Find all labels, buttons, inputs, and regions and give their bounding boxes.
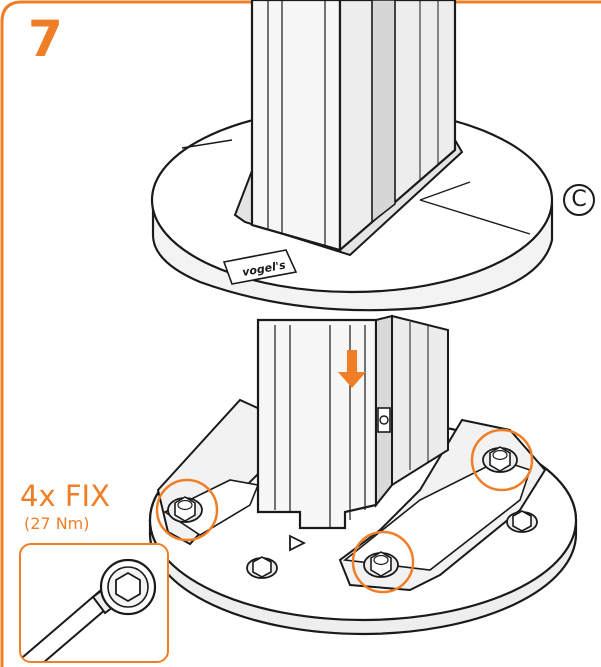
fix-highlight-front-center: [351, 530, 415, 594]
bolt-spare-left: [246, 556, 278, 579]
wrench-inset: [19, 543, 169, 663]
down-arrow-icon: [338, 350, 366, 388]
brand-logo: [222, 249, 298, 285]
fix-label: 4x FIX: [20, 479, 110, 513]
triangle-marker-icon: [289, 534, 307, 552]
bolt-back-right: [482, 446, 518, 473]
bolt-front-center: [363, 551, 399, 578]
bolt-spare-right: [506, 510, 538, 533]
fix-highlight-back-right: [470, 428, 534, 492]
fix-highlight-front-left: [155, 478, 219, 542]
bolt-front-left: [167, 496, 203, 523]
step-number: 7: [28, 10, 63, 68]
hex-socket-wrench-icon: [21, 558, 157, 661]
brand-logo-text: vogel's: [241, 258, 287, 278]
torque-label: (27 Nm): [24, 514, 90, 533]
part-marker: C: [563, 184, 595, 216]
